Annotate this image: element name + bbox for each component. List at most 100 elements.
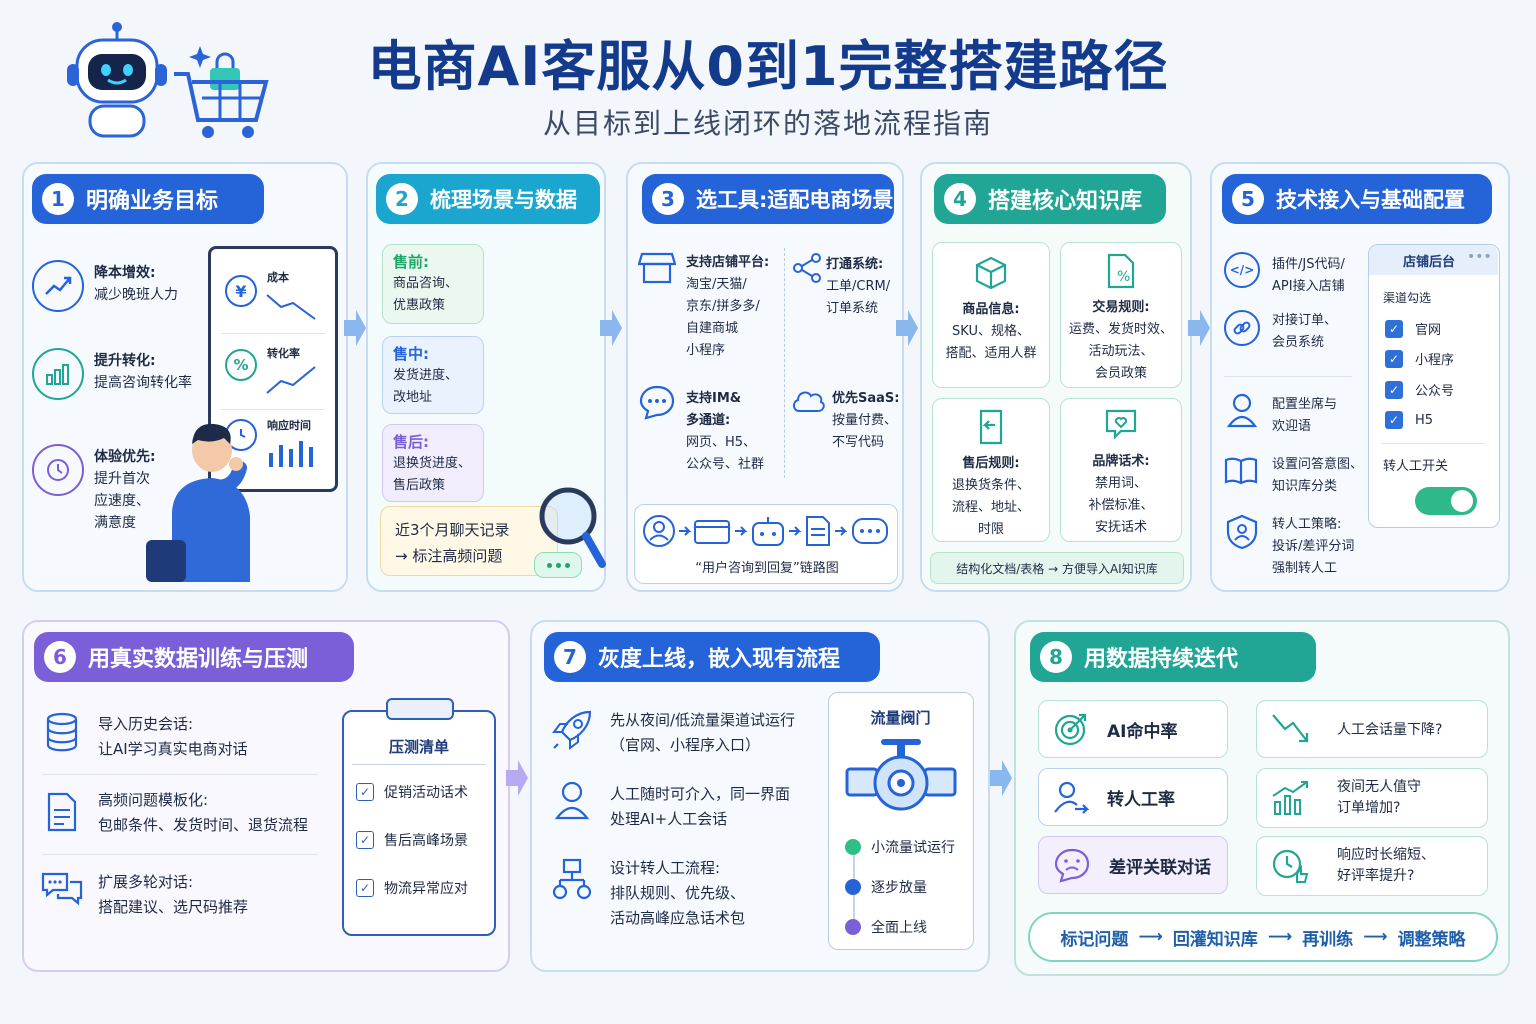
panel-titlebar: 店铺后台 ••• (1369, 245, 1498, 275)
shield-user-icon (1226, 514, 1258, 550)
kb-footer-note: 结构化文档/表格 → 方便导入AI知识库 (930, 552, 1184, 584)
checklist-item[interactable]: ✓ 物流异常应对 (356, 878, 468, 898)
channel-checkbox[interactable]: ✓ 小程序 (1385, 349, 1454, 368)
kb-card-trade: % 交易规则: 运费、发货时效、 活动玩法、 会员政策 (1060, 242, 1182, 388)
chain-icons (643, 515, 888, 547)
tech-item: 插件/JS代码/ API接入店铺 (1272, 257, 1345, 294)
rollout-phase: 全面上线 (845, 917, 927, 937)
metric-label: 响应时间 (267, 419, 311, 432)
transfer-human-toggle[interactable] (1415, 487, 1477, 515)
kb-card-product: 商品信息: SKU、规格、 搭配、适用人群 (932, 242, 1050, 388)
step-8-card: 8 用数据持续迭代 AI命中率 转人工率 差评关联对话 人工会话量下降? 夜间无… (1014, 620, 1510, 976)
metric-card: AI命中率 (1038, 700, 1228, 758)
divider (1224, 376, 1352, 377)
phase-label: 小流量试运行 (871, 840, 955, 856)
step-number: 1 (42, 183, 74, 215)
document-percent-icon: % (1107, 253, 1135, 289)
flowchart-icon (552, 858, 592, 900)
checkbox-checked-icon[interactable]: ✓ (1385, 319, 1403, 338)
traffic-valve-panel: 流量阀门 小流量试运行 逐步放量 全面上线 (828, 692, 974, 950)
channel-checkbox[interactable]: ✓官网 (1385, 319, 1441, 338)
kb-title: 品牌话术: (1092, 454, 1150, 469)
chat-bubble-icon (534, 552, 582, 578)
rollout-phase: 逐步放量 (845, 877, 927, 897)
chat-icon (639, 385, 675, 420)
checklist-item[interactable]: ✓促销活动话术 (356, 782, 468, 802)
checklist-label: 物流异常应对 (384, 881, 468, 897)
step-6-header: 6 用真实数据训练与压测 (34, 632, 354, 682)
goal-title: 降本增效: (94, 265, 156, 281)
divider (42, 774, 318, 775)
channel-label: 小程序 (1415, 353, 1455, 368)
tool-title: 支持IM& 多通道: (686, 391, 742, 428)
flow-arrow-icon (600, 310, 622, 346)
loop-step: 标记问题 (1060, 929, 1129, 950)
tool-item: 支持IM& 多通道: 网页、H5、 公众号、社群 (686, 388, 786, 476)
stage-desc: 商品咨询、 优惠政策 (393, 276, 459, 313)
step-7-header: 7 灰度上线，嵌入现有流程 (544, 632, 880, 682)
kb-title: 商品信息: (962, 302, 1020, 317)
percent-icon: % (225, 349, 257, 381)
iteration-loop: 标记问题 ⟶ 回灌知识库 ⟶ 再训练 ⟶ 调整策略 (1028, 912, 1498, 962)
rocket-icon (552, 710, 592, 750)
person-thinking-illustration (146, 423, 250, 582)
multi-chat-icon (41, 872, 83, 906)
checkbox-checked-icon[interactable]: ✓ (356, 831, 374, 849)
checklist-item[interactable]: ✓售后高峰场景 (356, 830, 468, 850)
goal-desc: 减少晚班人力 (94, 287, 178, 303)
step-7-card: 7 灰度上线，嵌入现有流程 先从夜间/低流量渠道试运行 （官网、小程序入口） 人… (530, 620, 990, 972)
checkbox-checked-icon[interactable]: ✓ (1385, 380, 1403, 399)
goal-item: 提升转化: 提高咨询转化率 (94, 350, 214, 394)
metric-card: 转人工率 (1038, 768, 1228, 826)
step-title: 选工具:适配电商场景 (696, 188, 894, 212)
channel-checkbox[interactable]: ✓公众号 (1385, 380, 1454, 399)
step-title: 用数据持续迭代 (1084, 647, 1239, 672)
divider (42, 854, 318, 855)
return-doc-icon (979, 409, 1003, 445)
stage-insale: 售中: 发货进度、 改地址 (382, 336, 484, 414)
question-card: 夜间无人值守 订单增加? (1256, 768, 1488, 828)
stage-desc: 退换货进度、 售后政策 (393, 456, 472, 493)
checkbox-checked-icon[interactable]: ✓ (356, 783, 374, 801)
train-desc: 让AI学习真实电商对话 (98, 740, 248, 758)
loop-step: 再训练 (1302, 929, 1354, 950)
panel-section-title: 渠道勾选 (1383, 291, 1432, 305)
goal-item: 体验优先: 提升首次 应速度、 满意度 (94, 446, 174, 534)
toggle-label: 转人工开关 (1383, 459, 1449, 474)
checkbox-checked-icon[interactable]: ✓ (1385, 349, 1403, 368)
step-number: 2 (386, 183, 418, 215)
step-8-header: 8 用数据持续迭代 (1030, 632, 1316, 682)
loop-step: 调整策略 (1397, 929, 1466, 950)
goal-desc: 提高咨询转化率 (94, 375, 192, 391)
document-icon (47, 792, 77, 832)
checklist-title: 压测清单 (388, 738, 449, 756)
step-6-card: 6 用真实数据训练与压测 导入历史会话: 让AI学习真实电商对话 高频问题模板化… (22, 620, 510, 972)
more-dots-icon: ••• (1467, 249, 1492, 265)
step-title: 搭建核心知识库 (988, 189, 1143, 214)
tool-item: 优先SaaS: 按量付费、 不写代码 (832, 388, 908, 454)
user-transfer-icon (1054, 781, 1089, 814)
chart-up-icon (32, 260, 84, 312)
step-5-header: 5 技术接入与基础配置 (1222, 174, 1492, 224)
tool-desc: 淘宝/天猫/ 京东/拼多多/ 自建商城 小程序 (686, 277, 760, 358)
yuan-icon: ¥ (225, 275, 257, 307)
stage-title: 售前: (393, 253, 429, 271)
goal-title: 体验优先: (94, 449, 156, 465)
robot-mascot-icon (62, 20, 172, 140)
train-item: 高频问题模板化: 包邮条件、发货时间、退货流程 (98, 788, 338, 838)
train-title: 导入历史会话: (98, 715, 194, 733)
bar-trend-up-icon (1272, 781, 1308, 815)
share-nodes-icon (793, 253, 821, 283)
question-card: 响应时长缩短、 好评率提升? (1256, 836, 1488, 896)
kb-card-brand: 品牌话术: 禁用词、 补偿标准、 安抚话术 (1060, 398, 1182, 542)
chain-label: “用户咨询到回复”链路图 (695, 561, 839, 576)
channel-checkbox[interactable]: ✓H5 (1385, 411, 1433, 429)
phase-dot (845, 919, 861, 935)
loop-arrow-icon: ⟶ (1138, 927, 1163, 947)
phase-label: 逐步放量 (871, 880, 927, 896)
checkbox-checked-icon[interactable]: ✓ (1385, 411, 1403, 429)
loop-step: 回灌知识库 (1172, 929, 1258, 950)
flow-arrow-icon (1188, 310, 1210, 346)
tech-item: 转人工策略: 投诉/差评分词 强制转人工 (1272, 517, 1355, 576)
checkbox-checked-icon[interactable]: ✓ (356, 879, 374, 897)
